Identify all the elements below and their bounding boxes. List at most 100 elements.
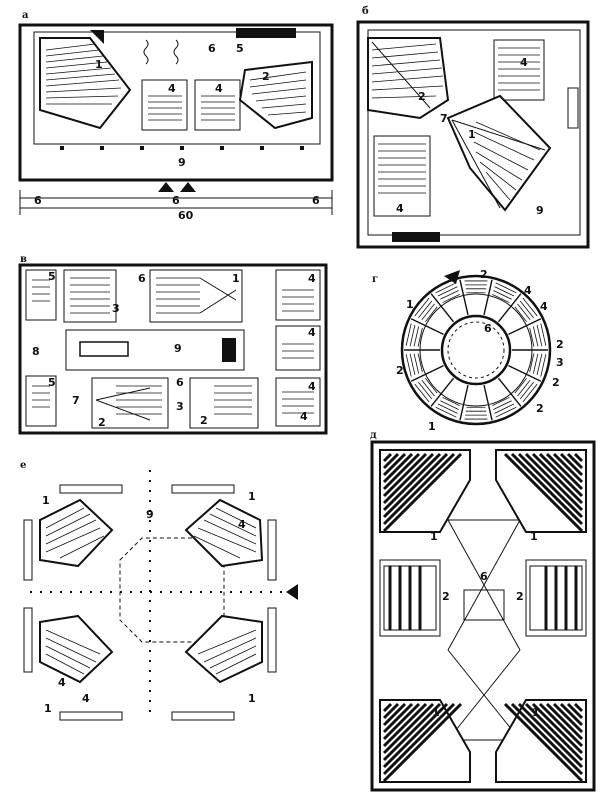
plan-g-entry-arrow (444, 270, 460, 284)
plan-g-label-2-bottom: 2 (536, 402, 544, 415)
plan-b-inner-wall (367, 29, 581, 236)
plan-e-label-4-bl: 4 (58, 676, 66, 689)
plan-d-seat-row (531, 702, 584, 755)
plan-d-seat-row (382, 452, 456, 526)
plan-d-label-2-right: 2 (516, 590, 524, 603)
plan-e-side-wall-left-top (23, 519, 33, 581)
plan-d-seat-row (382, 452, 463, 533)
plan-d-seat-row (382, 452, 393, 463)
plan-g-divider (483, 384, 493, 421)
plan-g-divider (483, 279, 493, 316)
plan-e-label-4-bl2: 4 (82, 692, 90, 705)
plan-g-seat-row (413, 353, 420, 374)
plan-d-seat-row (531, 452, 584, 505)
plan-g-seat-row (532, 326, 539, 347)
plan-v-hall-2-left (91, 377, 169, 429)
plan-v-hall-5-bottom (25, 375, 57, 427)
plan-a-hall-4-right (194, 79, 241, 131)
plan-g-divider (497, 293, 522, 323)
plan-d-seat-row (382, 702, 428, 748)
plan-g-seat-row (536, 353, 543, 376)
plan-b-auditorium-2 (367, 37, 450, 120)
plan-e-entry-arrow (286, 584, 298, 600)
plan-v-label-3a: 3 (112, 302, 120, 315)
plan-d-seat-row (382, 702, 400, 720)
plan-v-label-4c: 4 (308, 380, 316, 393)
plan-g-seat-row (540, 354, 547, 377)
plan-d-seat-row (382, 702, 449, 769)
plan-g-hall-dividers (404, 279, 548, 421)
plan-g-divider (410, 318, 444, 336)
plan-d-label-1-br: 1 (532, 706, 540, 719)
plan-g-seat-row (532, 353, 539, 374)
plan-g-seat-row (414, 297, 430, 317)
plan-g-divider (508, 318, 542, 336)
plan-v-label-6b: 6 (176, 376, 184, 389)
plan-d-seat-row (382, 702, 442, 762)
plan-v-hall-1 (149, 269, 243, 323)
plan-v-hall-3-top (63, 269, 117, 323)
plan-d: д (370, 430, 596, 792)
plan-g-seat-row (442, 293, 460, 303)
plan-v-stair (222, 338, 236, 362)
plan-g-seat-row (437, 403, 458, 414)
plan-v-label-4b: 4 (308, 326, 316, 339)
plan-e-side-wall-right-top (267, 519, 277, 581)
plan-g-label-1-top: 1 (406, 298, 414, 311)
plan-v-label-5a: 5 (48, 270, 56, 283)
plan-g-seat-row (418, 381, 433, 400)
plan-a-label-5: 5 (236, 42, 244, 55)
plan-d-seat-row (382, 452, 421, 491)
plan-a-hall-4-left (141, 79, 188, 131)
plan-g-label-3: 3 (556, 356, 564, 369)
plan-d-seat-row (382, 702, 435, 755)
plan-g-label-2-top: 2 (480, 268, 488, 281)
plan-g-seat-row (519, 381, 534, 400)
plan-d-auditorium-top-right (495, 449, 587, 533)
plan-b-side-stair (567, 87, 579, 129)
plan-d-seat-row (573, 452, 584, 463)
plan-a-seating-left (45, 43, 122, 105)
plan-a-seating-center (148, 95, 235, 121)
plan-e-label-1-tl: 1 (42, 494, 50, 507)
plan-d-seat-row (573, 702, 584, 713)
plan-g-seat-row (517, 303, 531, 321)
plan-a-label-2: 2 (262, 70, 270, 83)
plan-a-wave-2 (173, 39, 179, 65)
plan-g-seat-row (417, 353, 423, 373)
plan-a-hall (33, 31, 321, 145)
plate-letter-v: в (20, 254, 27, 265)
plan-d-auditorium-top-left (379, 449, 471, 533)
plan-v-label-4a: 4 (308, 272, 316, 285)
plan-g-divider (508, 364, 542, 382)
plan-d-seat-row (382, 702, 421, 741)
plan-d-seat-row (503, 702, 584, 783)
plan-g-seat-row (493, 290, 512, 300)
plan-a-label-1: 1 (95, 58, 103, 71)
plan-g-seat-row (495, 406, 517, 418)
plan-g-seat-row (425, 306, 438, 322)
plan-g-seat-row (514, 378, 527, 394)
plate-letter-d: д (370, 430, 377, 441)
plan-d-seat-row (552, 452, 584, 484)
plan-g-seat-row (522, 297, 538, 317)
plan-v-hall-2-right (189, 377, 259, 429)
plan-g-seat-row (421, 303, 435, 321)
plan-g-seat-row (495, 282, 517, 294)
plan-g-label-2-right: 2 (556, 338, 564, 351)
plan-v-label-7: 7 (72, 394, 80, 407)
plan-d-seat-row (524, 702, 584, 762)
plan-g-seat-row (417, 327, 423, 347)
plan-b: б (356, 6, 590, 249)
plan-g-seat-row (425, 378, 438, 394)
plan-d-seating-mid (383, 565, 583, 631)
plan-d-hall-2-left (379, 559, 441, 637)
plan-b-label-4-top: 4 (520, 56, 528, 69)
plan-g-inner-foyer (440, 314, 512, 386)
plan-d-seat-row (382, 452, 400, 470)
plan-d-seat-row (382, 452, 428, 498)
plan-d-seat-row (552, 702, 584, 734)
plan-b-label-2: 2 (418, 90, 426, 103)
plate-letter-e: е (20, 460, 26, 471)
plan-d-seat-row (566, 452, 584, 470)
